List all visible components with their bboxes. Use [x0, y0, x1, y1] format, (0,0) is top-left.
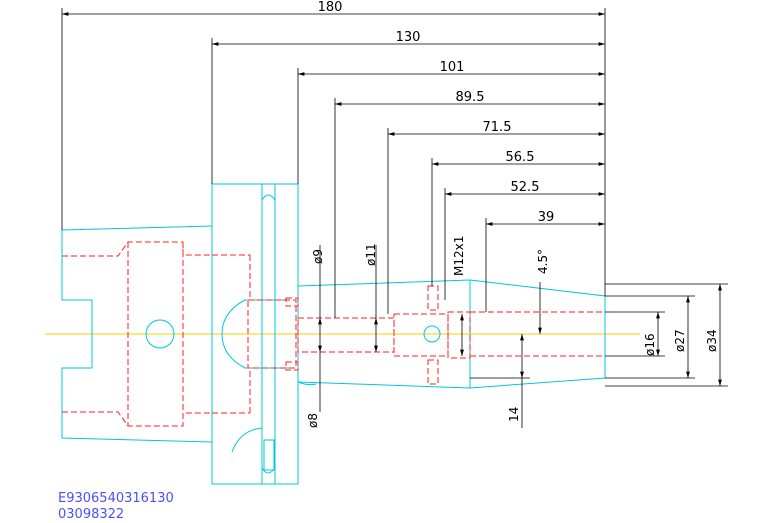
- dim-m12: M12x1: [452, 236, 466, 276]
- dim-dia34: ø34: [705, 329, 719, 352]
- dim-dia9: ø9: [311, 249, 325, 264]
- dimension-lines: [61, 8, 728, 428]
- holder-outline: [61, 183, 606, 485]
- dim-130: 130: [396, 30, 421, 45]
- dim-dia16: ø16: [643, 333, 657, 356]
- dim-dia27: ø27: [673, 329, 687, 352]
- dim-dia11: ø11: [364, 243, 378, 266]
- dim-56-5: 56.5: [506, 150, 535, 165]
- part-code-line1: E9306540316130: [58, 491, 174, 506]
- dim-89-5: 89.5: [456, 90, 485, 105]
- dim-180: 180: [318, 0, 343, 15]
- dim-101: 101: [440, 60, 465, 75]
- part-code-line2: 03098322: [58, 507, 124, 522]
- dimension-texts: 180 130 101 89.5 71.5 56.5 52.5 39 ø9 ø1…: [306, 0, 719, 428]
- dim-14: 14: [507, 407, 521, 422]
- dim-71-5: 71.5: [483, 120, 512, 135]
- dim-39: 39: [538, 210, 555, 225]
- dim-angle: 4.5°: [536, 249, 550, 274]
- dim-52-5: 52.5: [511, 180, 540, 195]
- hidden-lines: [62, 241, 605, 427]
- dim-dia8: ø8: [306, 413, 320, 428]
